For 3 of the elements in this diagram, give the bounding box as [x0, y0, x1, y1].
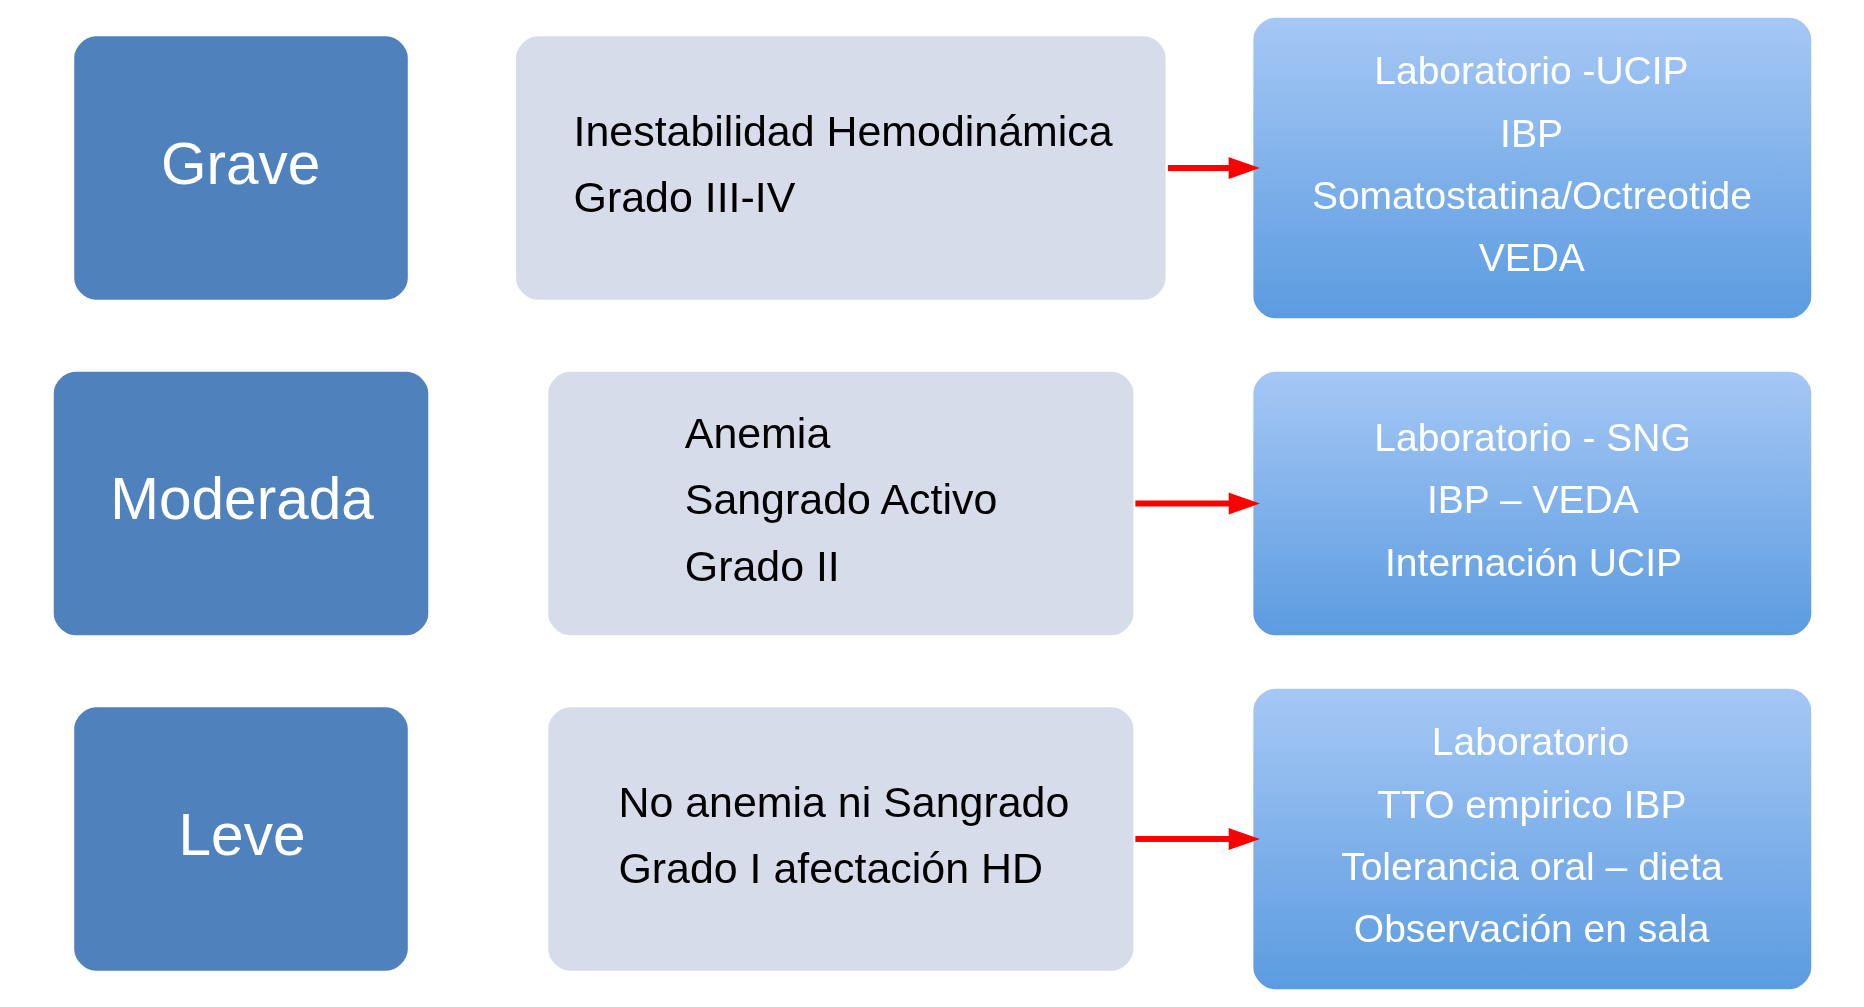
arrow: [1134, 492, 1260, 515]
arrow: [1167, 157, 1260, 179]
arrow: [1134, 828, 1260, 850]
